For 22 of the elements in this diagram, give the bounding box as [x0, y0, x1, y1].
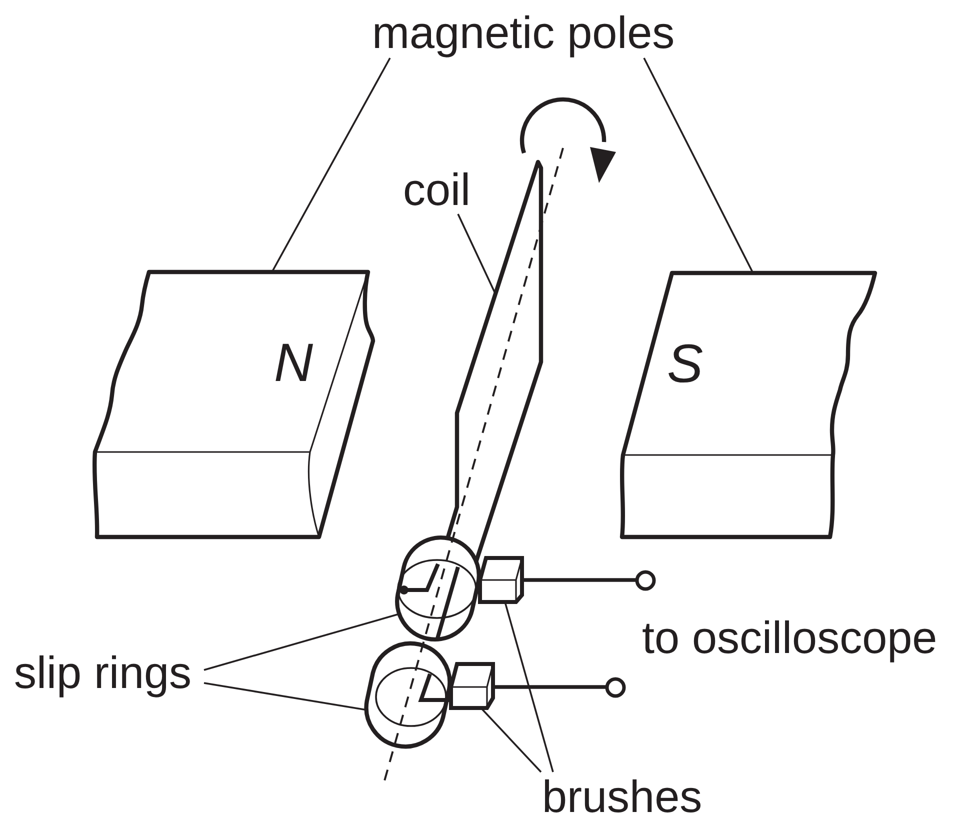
- wire: [493, 685, 606, 689]
- terminal-icon: [606, 678, 624, 696]
- output-label: to oscilloscope: [642, 615, 938, 660]
- magnet-block: [92, 270, 376, 540]
- leader-line: [643, 58, 754, 274]
- leader-line: [480, 707, 542, 773]
- part-label: magnetic poles: [372, 10, 675, 55]
- part-label: slip rings: [14, 650, 192, 695]
- leader-line: [204, 613, 400, 671]
- brush-block: [480, 558, 522, 602]
- leader-line: [204, 682, 368, 711]
- pole-letter: S: [667, 337, 704, 391]
- wire: [522, 578, 636, 582]
- part-label: coil: [403, 167, 471, 212]
- pole-letter: N: [274, 336, 313, 390]
- magnet-block: [619, 271, 878, 540]
- brush-block: [451, 664, 493, 708]
- leader-line: [271, 58, 391, 272]
- part-label: brushes: [542, 774, 702, 819]
- terminal-icon: [636, 572, 654, 588]
- leader-line: [457, 214, 496, 294]
- leader-line: [504, 602, 554, 772]
